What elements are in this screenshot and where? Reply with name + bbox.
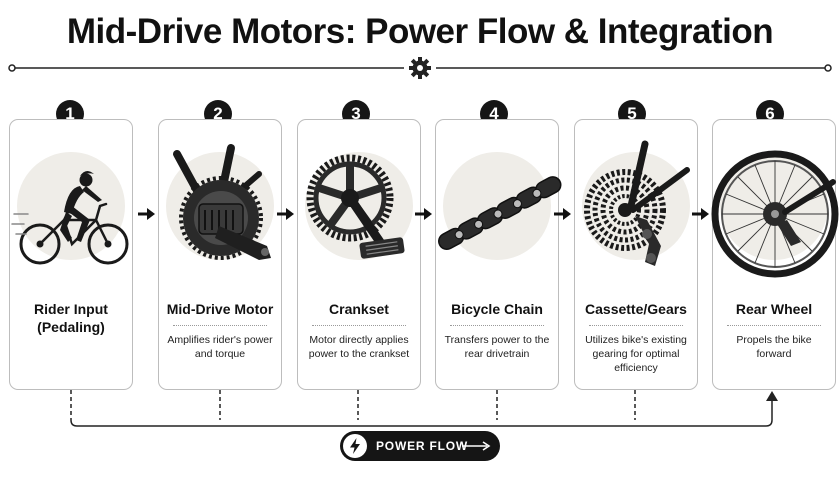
step-description: Propels the bike forward: [736, 334, 812, 360]
arrow-right-icon: [462, 441, 491, 451]
step-card-crankset: Crankset Motor directly applies power to…: [297, 119, 421, 390]
title-divider: [312, 325, 406, 326]
diagram-title: Mid-Drive Motors: Power Flow & Integrati…: [66, 12, 774, 51]
power-flow-badge: POWER FLOW: [340, 431, 500, 461]
title-divider: [727, 325, 821, 326]
step-title: Mid-Drive Motor: [166, 301, 274, 317]
step-card-rider-input: Rider Input (Pedaling): [9, 119, 133, 390]
step-description: Motor directly applies power to the cran…: [308, 334, 410, 360]
step-card-mid-drive-motor: Mid-Drive Motor Amplifies rider's power …: [158, 119, 282, 390]
step-card-rear-wheel: Rear Wheel Propels the bike forward: [711, 119, 839, 390]
step-card-bicycle-chain: Bicycle Chain Transfers power to the rea…: [435, 119, 562, 390]
step-description: Utilizes bike's existing gearing for opt…: [585, 334, 687, 374]
title-divider: [589, 325, 683, 326]
power-flow-label: POWER FLOW: [376, 439, 468, 453]
step-description: Transfers power to the rear drivetrain: [444, 334, 550, 360]
mid-drive-motor-icon: [173, 144, 271, 260]
bicycle-chain-icon: [438, 176, 562, 250]
step-title: Rider Input (Pedaling): [34, 301, 108, 335]
arrow-right-icon: [554, 208, 571, 220]
crankset-icon: [306, 154, 405, 259]
step-title: Crankset: [329, 301, 389, 317]
arrow-right-icon: [692, 208, 709, 220]
step-card-cassette-gears: Cassette/Gears Utilizes bike's existing …: [574, 119, 698, 390]
step-title: Rear Wheel: [735, 301, 813, 317]
cassette-gears-icon: [584, 140, 690, 266]
lightning-bolt-icon-wrap: [343, 434, 367, 458]
step-title: Cassette/Gears: [585, 301, 687, 317]
lightning-bolt-icon: [350, 438, 360, 454]
step-title: Bicycle Chain: [451, 301, 543, 317]
title-rule: [8, 57, 832, 79]
step-description: Amplifies rider's power and torque: [167, 334, 273, 360]
arrow-right-icon: [277, 208, 294, 220]
title-divider: [173, 325, 267, 326]
cyclist-icon: [11, 170, 129, 265]
arrow-right-icon: [138, 208, 155, 220]
gear-icon: [409, 57, 431, 79]
rear-wheel-icon: [711, 150, 839, 278]
arrow-right-icon: [415, 208, 432, 220]
power-flow-connector: [70, 390, 778, 427]
title-divider: [450, 325, 544, 326]
